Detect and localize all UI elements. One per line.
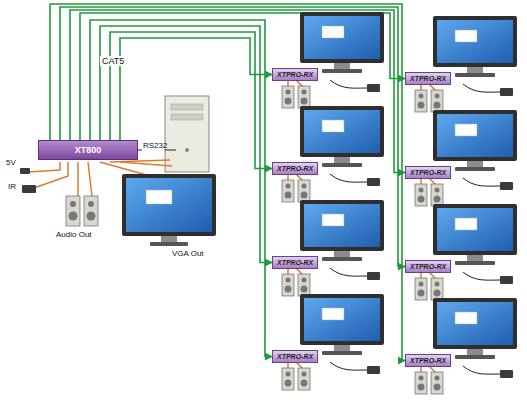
receiver-station xyxy=(282,294,384,390)
node-text: XTPRO-RX xyxy=(410,169,446,176)
receiver-station xyxy=(282,106,384,202)
port-label: 5V xyxy=(6,158,16,167)
cable-label: CAT5 xyxy=(100,56,126,66)
node-text: XTPRO-RX xyxy=(277,259,313,266)
receiver-box: XTPRO-RX xyxy=(272,256,318,269)
receiver-station xyxy=(415,298,517,394)
node-text: XT800 xyxy=(47,145,129,155)
port-label: VGA Out xyxy=(172,249,204,258)
port-label: Audio Out xyxy=(56,230,92,239)
receiver-box: XTPRO-RX xyxy=(272,68,318,81)
node-text: XTPRO-RX xyxy=(410,357,446,364)
receiver-station xyxy=(282,200,384,296)
receiver-station xyxy=(415,16,517,112)
node-text: XTPRO-RX xyxy=(410,263,446,270)
port-label: IR xyxy=(8,182,16,191)
node-text: XTPRO-RX xyxy=(277,71,313,78)
receiver-box: XTPRO-RX xyxy=(405,260,451,273)
receiver-box: XTPRO-RX xyxy=(272,350,318,363)
receiver-box: XTPRO-RX xyxy=(405,354,451,367)
receiver-box: XTPRO-RX xyxy=(272,162,318,175)
source-equipment xyxy=(20,96,216,246)
cat5-link xyxy=(90,20,272,357)
node-text: XTPRO-RX xyxy=(277,353,313,360)
receiver-box: XTPRO-RX xyxy=(405,72,451,85)
receiver-station xyxy=(415,204,517,300)
port-label: RS232 xyxy=(143,141,167,150)
receiver-station xyxy=(415,110,517,206)
receiver-box: XTPRO-RX xyxy=(405,166,451,179)
node-text: XTPRO-RX xyxy=(410,75,446,82)
node-text: XTPRO-RX xyxy=(277,165,313,172)
transmitter-box: XT800 xyxy=(38,140,138,160)
receiver-station xyxy=(282,12,384,108)
